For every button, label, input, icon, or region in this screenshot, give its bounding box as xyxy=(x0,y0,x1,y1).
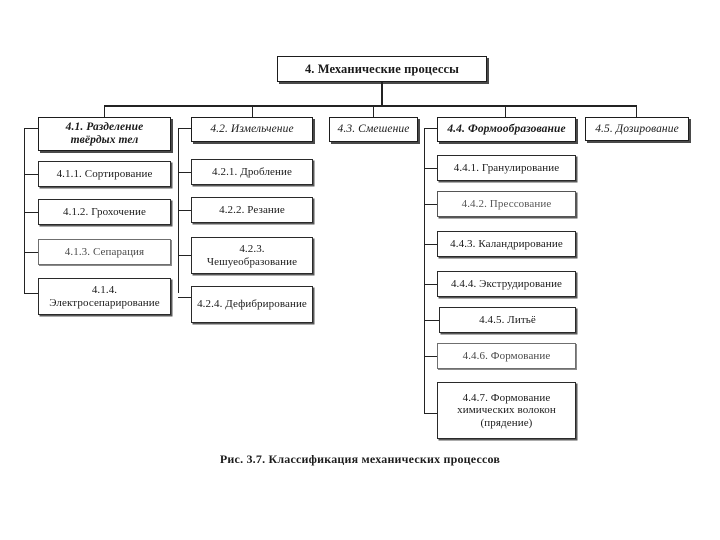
leaf-node-4-4-4-label: 4.4.4. Экструдирование xyxy=(450,277,563,290)
branch-node-4-3-label: 4.3. Смешение xyxy=(337,123,410,136)
leaf-node-4-1-1[interactable]: 4.1.1. Сортирование xyxy=(38,161,171,187)
leaf-node-4-2-4[interactable]: 4.2.4. Дефибрирование xyxy=(191,286,313,323)
leaf-node-4-1-2[interactable]: 4.1.2. Грохочение xyxy=(38,199,171,225)
connector-stub-4-2-2 xyxy=(178,210,191,212)
connector-stub-4-4-1 xyxy=(424,168,437,170)
connector-stub-4-2-1 xyxy=(178,172,191,174)
leaf-node-4-2-2[interactable]: 4.2.2. Резание xyxy=(191,197,313,223)
branch-node-4-3[interactable]: 4.3. Смешение xyxy=(329,117,418,142)
leaf-node-4-2-1[interactable]: 4.2.1. Дробление xyxy=(191,159,313,185)
leaf-node-4-1-3-label: 4.1.3. Сепарация xyxy=(64,245,145,258)
connector-stub-4-4-7 xyxy=(424,413,437,415)
branch-node-4-4[interactable]: 4.4. Формообразование xyxy=(437,117,576,142)
leaf-node-4-2-2-label: 4.2.2. Резание xyxy=(219,203,285,216)
connector-stub-4-1-3 xyxy=(24,252,38,254)
branch-node-4-2-label: 4.2. Измельчение xyxy=(210,123,294,136)
figure-caption-text: Рис. 3.7. Классификация механических про… xyxy=(219,452,501,466)
leaf-node-4-4-6-label: 4.4.6. Формование xyxy=(462,349,551,362)
leaf-node-4-4-7-label: 4.4.7. Формование химических волокон (пр… xyxy=(457,392,556,429)
connector-stub-4-4-4 xyxy=(424,284,437,286)
connector-stub-4-4-3 xyxy=(424,244,437,246)
connector-drop-4-3 xyxy=(373,105,375,118)
connector-stub-4-1-parent xyxy=(24,128,38,130)
leaf-node-4-1-4[interactable]: 4.1.4. Электросепарирование xyxy=(38,278,171,315)
connector-stub-4-1-1 xyxy=(24,174,38,176)
leaf-node-4-4-3[interactable]: 4.4.3. Каландрирование xyxy=(437,231,576,257)
branch-node-4-1-label: 4.1. Разделение твёрдых тел xyxy=(65,121,144,146)
connector-spine-4-4 xyxy=(424,128,426,414)
leaf-node-4-4-1-label: 4.4.1. Гранулирование xyxy=(453,161,560,174)
connector-drop-4-5 xyxy=(636,105,638,118)
connector-stub-4-2-3 xyxy=(178,255,191,257)
connector-drop-4-2 xyxy=(252,105,254,118)
leaf-node-4-1-1-label: 4.1.1. Сортирование xyxy=(56,167,153,180)
leaf-node-4-1-3[interactable]: 4.1.3. Сепарация xyxy=(38,239,171,265)
connector-stub-4-2-parent xyxy=(178,128,191,130)
branch-node-4-1[interactable]: 4.1. Разделение твёрдых тел xyxy=(38,117,171,151)
leaf-node-4-4-1[interactable]: 4.4.1. Гранулирование xyxy=(437,155,576,181)
leaf-node-4-1-2-label: 4.1.2. Грохочение xyxy=(63,205,146,218)
connector-stub-4-4-parent xyxy=(424,128,437,130)
connector-spine-4-1 xyxy=(24,128,26,293)
root-node[interactable]: 4. Механические процессы xyxy=(277,56,487,82)
connector-stub-4-4-2 xyxy=(424,204,437,206)
connector-stub-4-4-6 xyxy=(424,356,437,358)
root-node-label: 4. Механические процессы xyxy=(304,62,460,76)
leaf-node-4-4-3-label: 4.4.3. Каландрирование xyxy=(450,237,563,250)
leaf-node-4-1-4-label: 4.1.4. Электросепарирование xyxy=(49,284,160,309)
connector-stub-4-4-5 xyxy=(424,320,439,322)
connector-drop-4-4 xyxy=(505,105,507,118)
leaf-node-4-2-4-label: 4.2.4. Дефибрирование xyxy=(197,298,307,311)
connector-drop-4-1 xyxy=(104,105,106,118)
leaf-node-4-4-5[interactable]: 4.4.5. Литьё xyxy=(439,307,576,333)
leaf-node-4-4-5-label: 4.4.5. Литьё xyxy=(479,313,536,326)
connector-root-stem xyxy=(381,82,383,106)
connector-stub-4-1-4 xyxy=(24,293,38,295)
leaf-node-4-2-1-label: 4.2.1. Дробление xyxy=(212,165,292,178)
leaf-node-4-4-2-label: 4.4.2. Прессование xyxy=(461,197,552,210)
connector-level2-bus xyxy=(104,105,637,107)
leaf-node-4-4-4[interactable]: 4.4.4. Экструдирование xyxy=(437,271,576,297)
connector-stub-4-1-2 xyxy=(24,212,38,214)
leaf-node-4-4-2[interactable]: 4.4.2. Прессование xyxy=(437,191,576,217)
branch-node-4-5-label: 4.5. Дозирование xyxy=(595,122,679,135)
branch-node-4-2[interactable]: 4.2. Измельчение xyxy=(191,117,313,142)
connector-stub-4-2-4 xyxy=(178,297,191,299)
leaf-node-4-4-7[interactable]: 4.4.7. Формование химических волокон (пр… xyxy=(437,382,576,439)
leaf-node-4-4-6[interactable]: 4.4.6. Формование xyxy=(437,343,576,369)
leaf-node-4-2-3[interactable]: 4.2.3. Чешуеобразование xyxy=(191,237,313,274)
branch-node-4-5[interactable]: 4.5. Дозирование xyxy=(585,117,689,141)
leaf-node-4-2-3-label: 4.2.3. Чешуеобразование xyxy=(206,243,298,268)
figure-caption: Рис. 3.7. Классификация механических про… xyxy=(0,452,720,467)
branch-node-4-4-label: 4.4. Формообразование xyxy=(447,123,566,136)
